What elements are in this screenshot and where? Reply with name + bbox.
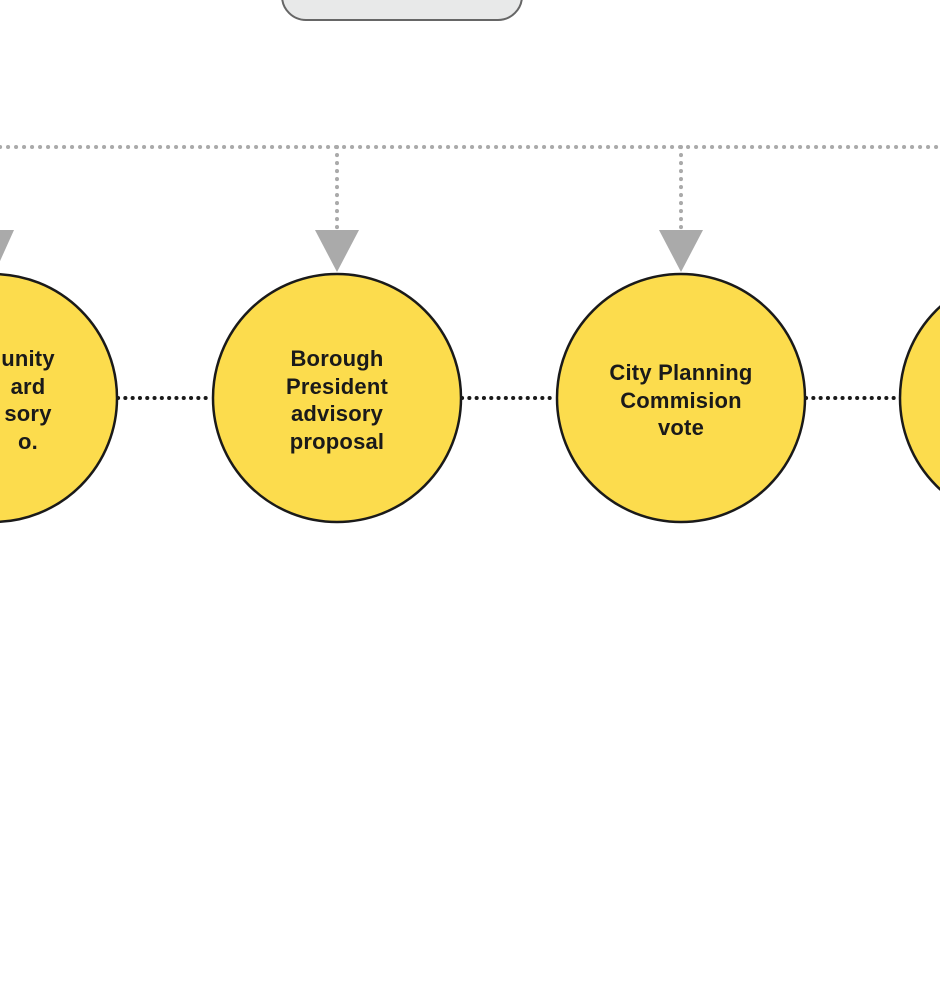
- arrowhead-3: [659, 230, 703, 272]
- stage-node-next: [898, 305, 940, 491]
- stage-label-city-planning: City Planning Commision vote: [609, 360, 753, 440]
- arrowhead-1: [0, 230, 14, 262]
- stage-node-borough-president: [211, 272, 463, 524]
- stage-label-borough-president: Borough President advisory proposal: [285, 346, 389, 454]
- arrowhead-2: [315, 230, 359, 272]
- stage-label-community-board: unity ard sory o.: [1, 346, 55, 454]
- stage-node-city-planning: [555, 272, 807, 524]
- stage-node-community-board: [0, 272, 119, 524]
- top-stage-box: [281, 0, 523, 21]
